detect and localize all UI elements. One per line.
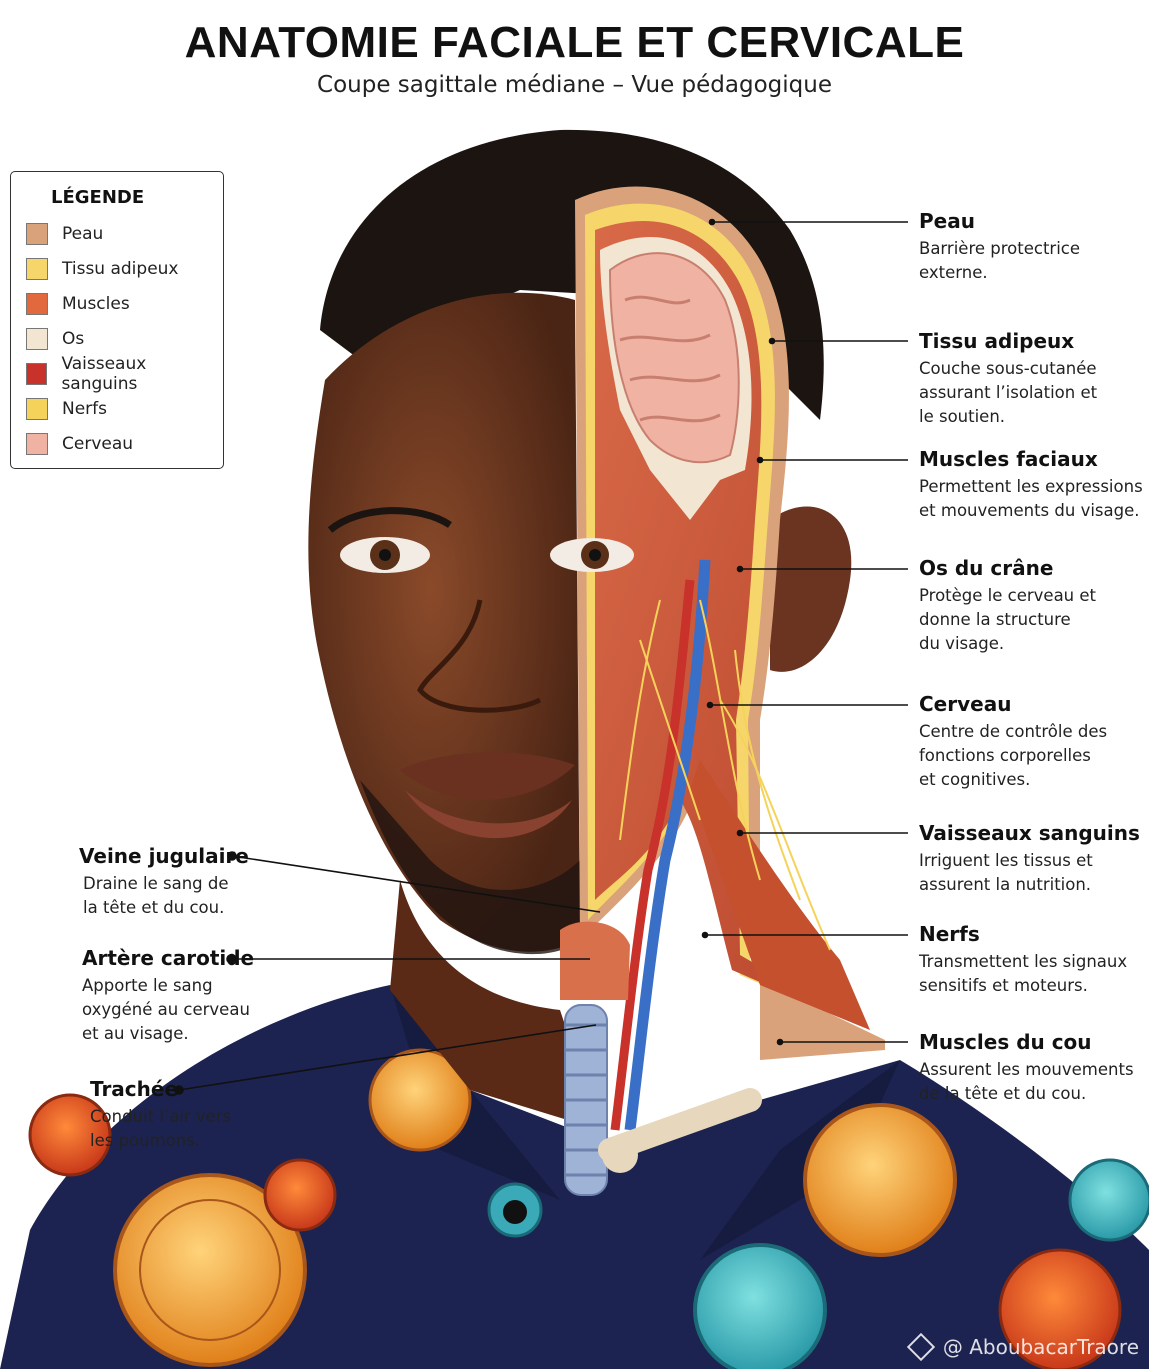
label-muscles-faciaux: Muscles faciaux Permettent les expressio… — [919, 447, 1143, 523]
label-description: Couche sous-cutanée assurant l’isolation… — [919, 359, 1098, 426]
legend-swatch — [26, 293, 48, 315]
legend-label: Cerveau — [62, 434, 134, 454]
legend-item-tissu-adipeux: Tissu adipeux — [26, 257, 179, 281]
legend-label: Peau — [62, 224, 104, 244]
label-title: Cerveau — [919, 692, 1012, 716]
page-subtitle: Coupe sagittale médiane – Vue pédagogiqu… — [317, 72, 832, 98]
page-title: ANATOMIE FACIALE ET CERVICALE — [184, 18, 965, 67]
label-title: Nerfs — [919, 922, 980, 946]
legend-label: Nerfs — [62, 399, 108, 419]
label-title: Artère carotide — [82, 946, 255, 970]
watermark: @ AboubacarTraore — [906, 1332, 1139, 1362]
label-trachee: Trachée Conduit l’air vers les poumons. — [90, 1077, 231, 1153]
legend-item-muscles: Muscles — [26, 292, 130, 316]
legend-item-nerfs: Nerfs — [26, 397, 107, 421]
legend-swatch — [26, 398, 48, 420]
label-description: Draine le sang de la tête et du cou. — [83, 874, 229, 917]
label-description: Transmettent les signaux sensitifs et mo… — [919, 952, 1128, 995]
legend-swatch — [26, 258, 48, 280]
label-description: Apporte le sang oxygéné au cerveau et au… — [82, 976, 250, 1043]
label-title: Tissu adipeux — [919, 329, 1075, 353]
label-os-du-crane: Os du crâne Protège le cerveau et donne … — [919, 556, 1096, 656]
label-artere-carotide: Artère carotide Apporte le sang oxygéné … — [82, 946, 254, 1046]
label-title: Veine jugulaire — [79, 844, 249, 868]
legend-swatch — [26, 328, 48, 350]
legend-box: LÉGENDE Peau Tissu adipeux Muscles Os Va… — [10, 171, 224, 469]
label-title: Muscles faciaux — [919, 447, 1098, 471]
label-description: Permettent les expressions et mouvements… — [919, 477, 1143, 520]
legend-item-os: Os — [26, 327, 84, 351]
label-title: Vaisseaux sanguins — [919, 821, 1140, 845]
face-skin — [308, 292, 580, 952]
legend-item-vaisseaux: Vaisseaux sanguins — [26, 354, 223, 394]
label-tissu-adipeux: Tissu adipeux Couche sous-cutanée assura… — [919, 329, 1097, 429]
legend-swatch — [26, 363, 48, 385]
legend-label: Tissu adipeux — [62, 259, 179, 279]
brain — [608, 252, 740, 464]
legend-title: LÉGENDE — [51, 187, 145, 208]
label-description: Protège le cerveau et donne la structure… — [919, 586, 1097, 653]
label-description: Barrière protectrice externe. — [919, 239, 1081, 282]
label-nerfs: Nerfs Transmettent les signaux sensitifs… — [919, 922, 1127, 998]
label-title: Trachée — [90, 1077, 179, 1101]
label-description: Centre de contrôle des fonctions corpore… — [919, 722, 1108, 789]
label-veine-jugulaire: Veine jugulaire Draine le sang de la têt… — [79, 844, 249, 920]
watermark-text: @ AboubacarTraore — [942, 1335, 1139, 1359]
legend-swatch — [26, 223, 48, 245]
legend-label: Muscles — [62, 294, 130, 314]
label-cerveau: Cerveau Centre de contrôle des fonctions… — [919, 692, 1107, 792]
label-title: Muscles du cou — [919, 1030, 1092, 1054]
label-muscles-du-cou: Muscles du cou Assurent les mouvements d… — [919, 1030, 1134, 1106]
legend-item-peau: Peau — [26, 222, 103, 246]
label-description: Irriguent les tissus et assurent la nutr… — [919, 851, 1093, 894]
label-description: Conduit l’air vers les poumons. — [90, 1107, 232, 1150]
label-peau: Peau Barrière protectrice externe. — [919, 209, 1080, 285]
legend-item-cerveau: Cerveau — [26, 432, 133, 456]
label-description: Assurent les mouvements de la tête et du… — [919, 1060, 1134, 1103]
label-title: Os du crâne — [919, 556, 1054, 580]
legend-swatch — [26, 433, 48, 455]
legend-label: Vaisseaux sanguins — [61, 354, 147, 394]
diamond-icon — [906, 1332, 935, 1362]
legend-label: Os — [62, 329, 85, 349]
label-vaisseaux-sanguins: Vaisseaux sanguins Irriguent les tissus … — [919, 821, 1140, 897]
label-title: Peau — [919, 209, 975, 233]
